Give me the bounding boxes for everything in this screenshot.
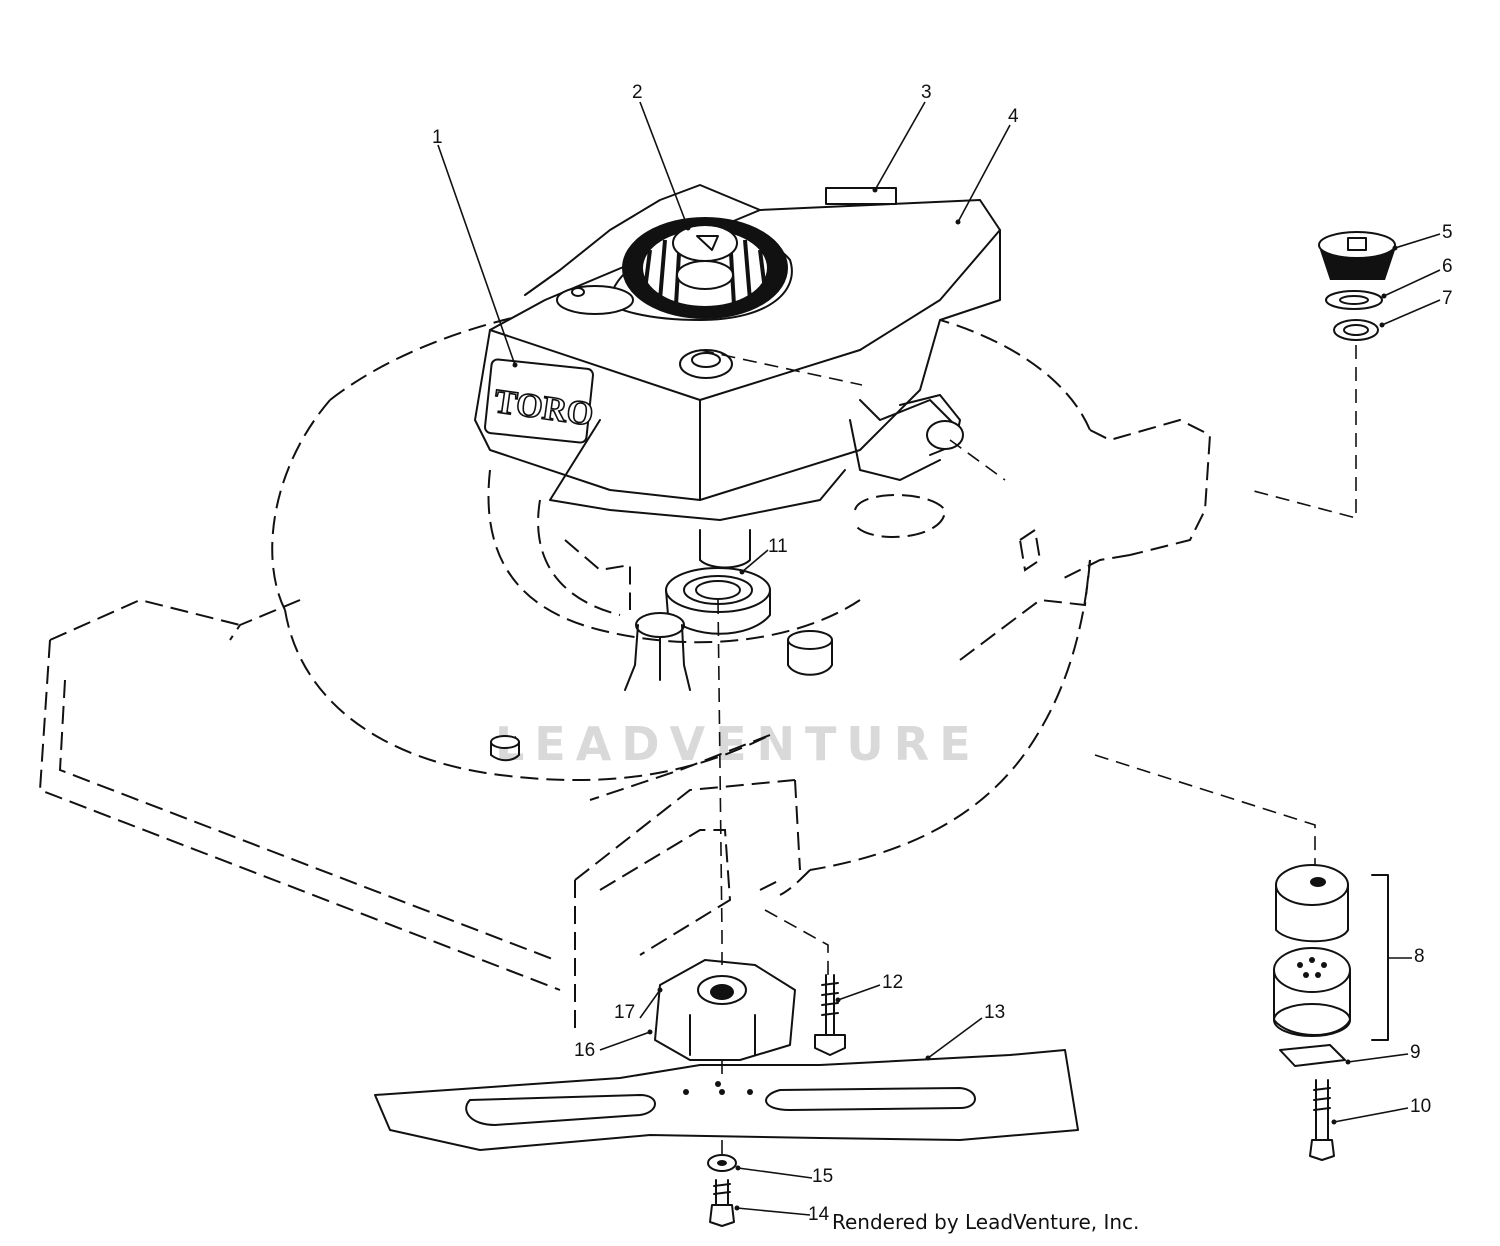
callout-6: 6 — [1442, 256, 1453, 277]
callout-1: 1 — [432, 127, 443, 148]
callout-10: 10 — [1410, 1096, 1431, 1117]
fuel-cap — [679, 349, 733, 379]
engine-shaft — [624, 529, 771, 691]
bolt-14 — [709, 1179, 735, 1227]
alignment-lines — [699, 345, 1357, 1155]
oil-fill-cap — [556, 285, 634, 315]
engine-assembly — [474, 184, 1001, 521]
callout-4: 4 — [1008, 106, 1019, 127]
watermark-text: LEADVENTURE — [495, 717, 981, 771]
callout-16: 16 — [574, 1040, 595, 1061]
callouts: 1 2 3 4 5 6 7 8 9 10 11 12 13 14 15 16 1… — [432, 82, 1453, 1225]
muffler-assembly — [1273, 864, 1389, 1041]
bolt-10 — [1309, 1079, 1335, 1161]
callout-17: 17 — [614, 1002, 635, 1023]
callout-13: 13 — [984, 1002, 1005, 1023]
callout-2: 2 — [632, 82, 643, 103]
blade-adapter — [654, 959, 796, 1061]
callout-8: 8 — [1414, 946, 1425, 967]
rubber-cap-5 — [1318, 231, 1396, 280]
deck-boss-left — [490, 735, 520, 762]
washer-6 — [1325, 290, 1383, 310]
bolt-12 — [814, 974, 846, 1056]
callout-9: 9 — [1410, 1042, 1421, 1063]
credit-text: Rendered by LeadVenture, Inc. — [832, 1210, 1140, 1234]
callout-14: 14 — [808, 1204, 830, 1225]
deck-boss-front — [787, 630, 833, 676]
air-cleaner-tab — [825, 187, 897, 205]
bracket-9 — [1279, 1044, 1346, 1067]
washer-15 — [707, 1154, 737, 1172]
callout-7: 7 — [1442, 288, 1453, 309]
leader-lines — [437, 101, 1441, 1216]
callout-11: 11 — [768, 536, 788, 557]
washer-7 — [1333, 319, 1379, 341]
callout-5: 5 — [1442, 222, 1453, 243]
callout-12: 12 — [882, 972, 903, 993]
mower-blade — [374, 1049, 1079, 1151]
callout-15: 15 — [812, 1166, 833, 1187]
leader-arrowheads — [512, 187, 1398, 1211]
callout-3: 3 — [921, 82, 932, 103]
toro-logo: TORO — [484, 358, 596, 444]
recoil-starter — [622, 217, 788, 319]
